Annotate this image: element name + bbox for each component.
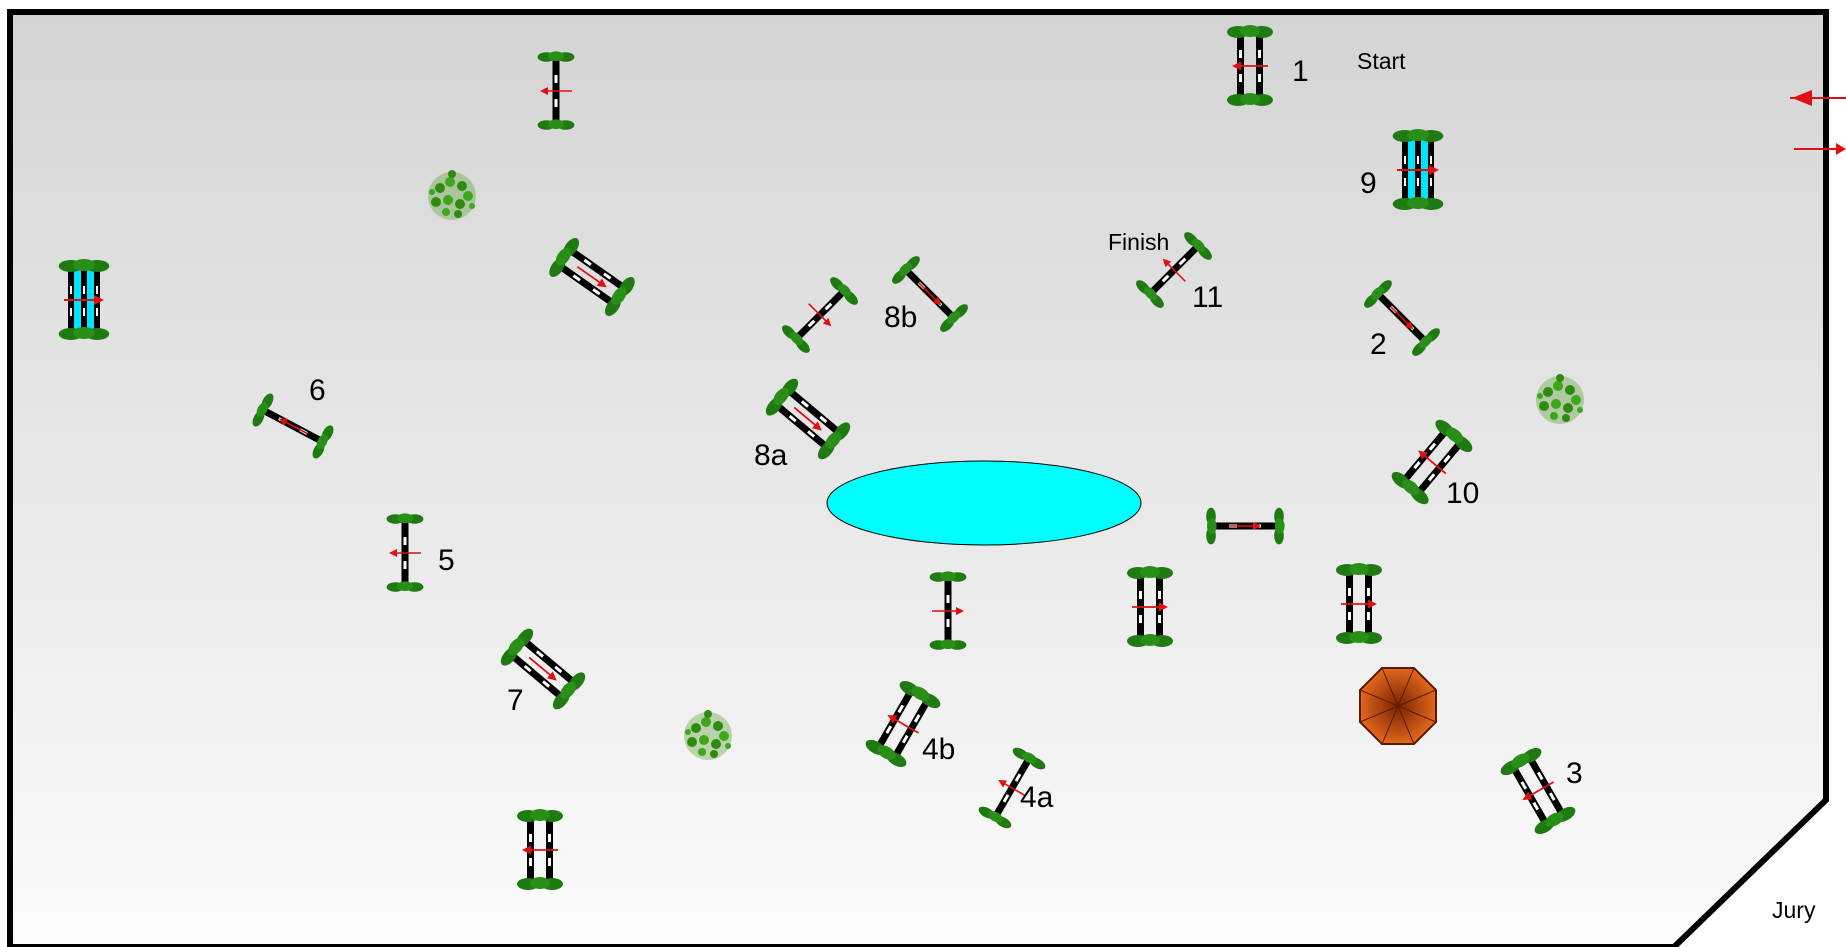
fence-number-8a: 8a [754,439,788,472]
start-label: Start [1357,48,1406,74]
water-pond [826,460,1142,546]
fence-number-10: 10 [1446,477,1479,510]
umbrella-icon [1359,667,1437,745]
fence-number-11: 11 [1192,281,1223,314]
fence-number-8b: 8b [884,301,917,334]
fence-number-4a: 4a [1020,781,1054,814]
fence-number-6: 6 [309,374,326,407]
fence-number-3: 3 [1566,757,1583,790]
jury-label: Jury [1772,897,1816,923]
fence-number-9: 9 [1360,167,1377,200]
fence-number-4b: 4b [922,733,955,766]
finish-label: Finish [1108,229,1169,255]
exit-arrow-icon [1794,143,1846,155]
entrance-arrow-icon [1790,90,1846,106]
fence-number-2: 2 [1370,328,1387,361]
fence-number-1: 1 [1292,55,1309,88]
fence-number-7: 7 [507,684,524,717]
fence-number-5: 5 [438,544,455,577]
